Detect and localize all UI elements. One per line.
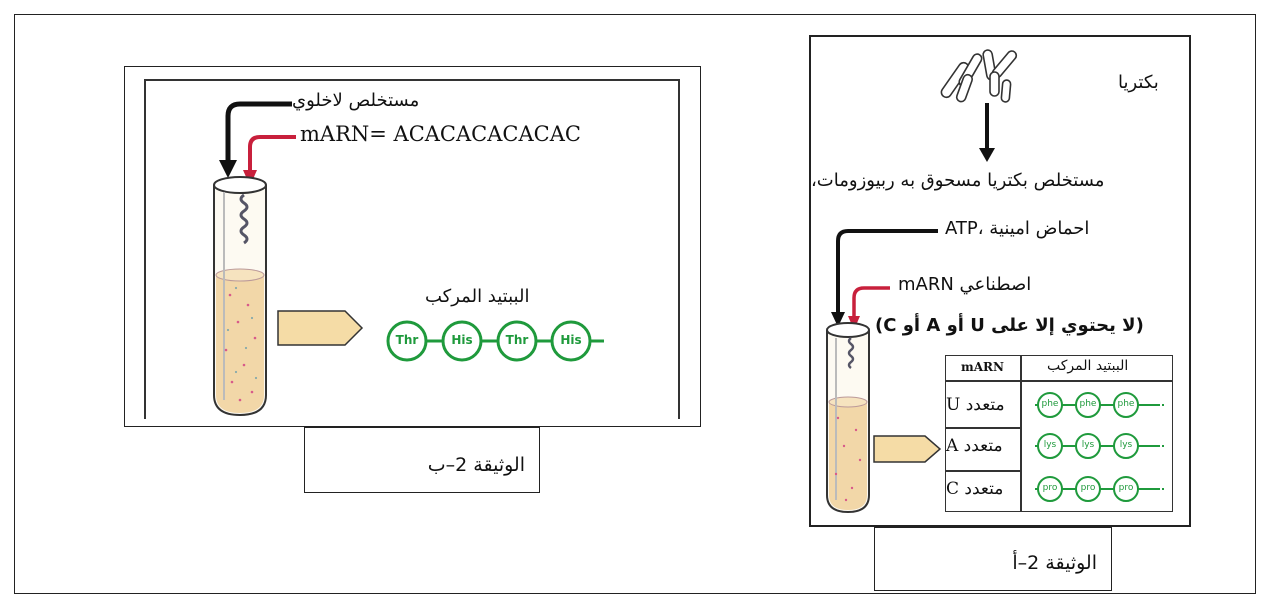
- table-header-divider: [946, 380, 1172, 382]
- table-amino-label: lys: [1119, 440, 1133, 450]
- table-amino-label: phe: [1079, 399, 1097, 409]
- table-amino-label: phe: [1041, 399, 1059, 409]
- test-tube-b: [213, 176, 267, 417]
- marn-sequence-label: mARN= ACACACACACAC: [300, 122, 581, 146]
- amino-acid-circle: [386, 320, 428, 362]
- table-row-marn-u: متعدد U: [946, 395, 1005, 415]
- amino-acid-label: His: [560, 333, 582, 347]
- table-row-divider: [946, 427, 1020, 429]
- table-amino-label: lys: [1081, 440, 1095, 450]
- table-row-marn-a: متعدد A: [946, 436, 1003, 456]
- table-chain-row-1: [1035, 392, 1164, 418]
- amino-acid-label: Thr: [395, 333, 419, 347]
- marn-condition-label: (لا يحتوي إلا على U أو A أو C): [875, 315, 1144, 336]
- document-b-caption: الوثيقة 2–ب: [427, 454, 525, 476]
- amino-acid-label: His: [451, 333, 473, 347]
- extract-arrow-black: [225, 101, 292, 164]
- bacteria-down-arrowhead: [979, 148, 995, 162]
- amino-acid-circle: [496, 320, 538, 362]
- bacterial-extract-label: مستخلص بكتريا مسحوق به ربيوزومات،: [811, 170, 1105, 191]
- atp-amino-acids-label: ATP، احماض امينية: [945, 218, 1090, 239]
- bacteria-label: بكتريا: [1118, 72, 1159, 93]
- extract-label-b: مستخلص لاخلوي: [292, 90, 420, 111]
- outer-frame: [14, 14, 1256, 594]
- table-header-peptide: الببتيد المركب: [1047, 358, 1129, 374]
- marn-arrow-red: [248, 135, 296, 172]
- document-b-panel: [124, 66, 701, 427]
- table-row-marn-c: متعدد C: [946, 479, 1004, 499]
- peptide-label-b: الببتيد المركب: [425, 286, 530, 307]
- document-a-caption: الوثيقة 2–أ: [1012, 552, 1097, 574]
- result-arrow-a: [873, 435, 942, 463]
- result-arrow-b: [277, 310, 364, 346]
- synthetic-marn-label: mARN اصطناعي: [898, 274, 1032, 295]
- synthetic-marn-arrow-red: [852, 286, 890, 318]
- document-b-caption-box: الوثيقة 2–ب: [304, 427, 540, 493]
- atp-arrowhead-black: [831, 312, 845, 327]
- document-b-inner-frame: [144, 79, 680, 419]
- amino-acid-circle: [550, 320, 592, 362]
- amino-acid-circle: [441, 320, 483, 362]
- polypeptide-table: [945, 355, 1173, 512]
- amino-acid-label: Thr: [505, 333, 529, 347]
- extract-arrowhead-black: [219, 160, 237, 178]
- test-tube-a: [826, 322, 870, 514]
- table-amino-label: pro: [1080, 483, 1096, 493]
- table-column-divider: [1020, 356, 1022, 511]
- table-row-divider: [946, 470, 1020, 472]
- table-header-marn: mARN: [961, 360, 1004, 374]
- table-amino-label: pro: [1042, 483, 1058, 493]
- document-a-caption-box: الوثيقة 2–أ: [874, 527, 1112, 591]
- table-chain-row-3: [1035, 476, 1164, 502]
- table-amino-label: lys: [1043, 440, 1057, 450]
- table-amino-label: pro: [1118, 483, 1134, 493]
- table-chain-row-2: [1035, 433, 1164, 459]
- table-amino-label: phe: [1117, 399, 1135, 409]
- atp-arrow-black: [836, 229, 938, 315]
- document-a-panel: [809, 35, 1191, 527]
- bacteria-icon: [940, 49, 1018, 103]
